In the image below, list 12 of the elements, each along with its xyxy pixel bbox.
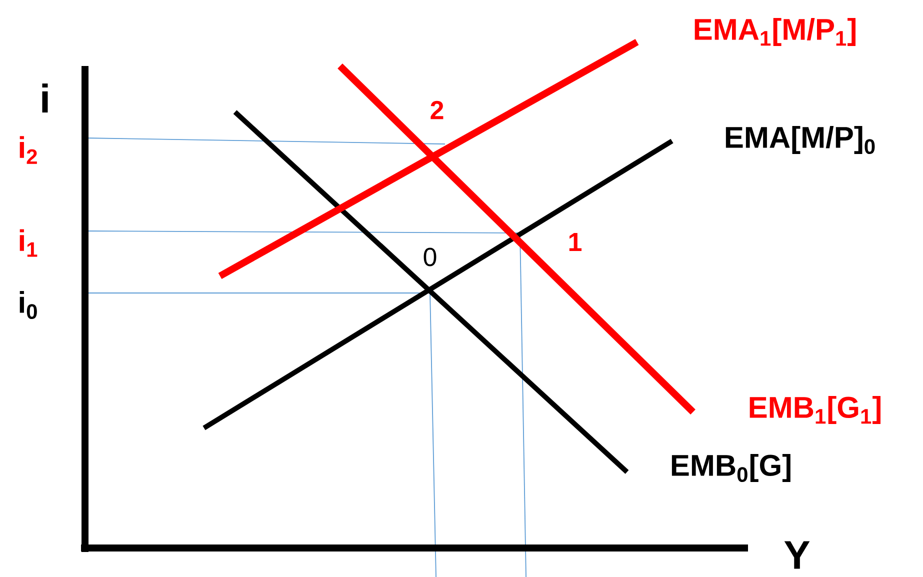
point-label: 0 [424,248,436,266]
point-label: 2 [430,100,444,120]
tick-label: i$_{1}$ [20,229,38,257]
curve-label: EMB$_{1}$[G$_{1}$] [750,396,880,424]
tick-label: i$_{2}$ [20,136,37,164]
tick-label: i$_{0}$ [20,290,37,319]
curve-label: EMA[M/P]$_{0}$ [726,126,875,154]
curve-label: EMA$_{1}$[M/P$_{1}$] [694,18,856,46]
axis-label: Y [784,541,810,569]
point-label: 1 [569,233,582,251]
curve-label: EMB$_{0}$[G] [672,454,790,482]
axis-label: i [42,84,48,112]
